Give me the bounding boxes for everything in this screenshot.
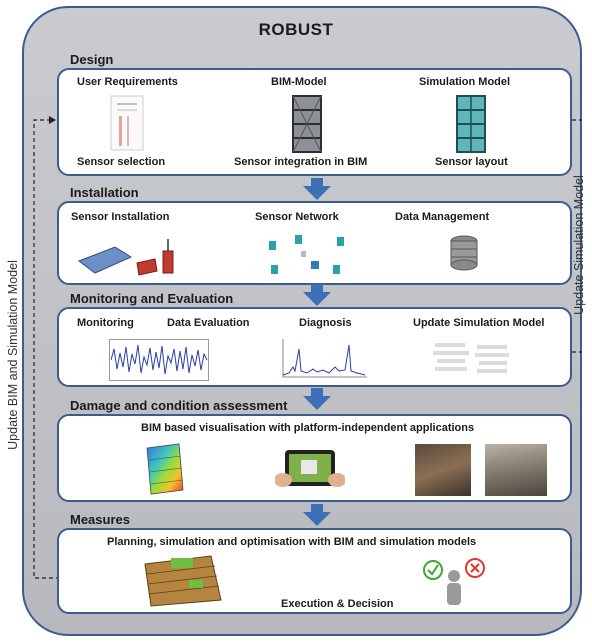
simulation-model-icon	[456, 95, 486, 153]
section-title-measures: Measures	[70, 512, 130, 527]
measures-box: Planning, simulation and optimisation wi…	[57, 528, 572, 614]
label-sensor-integration: Sensor integration in BIM	[234, 156, 368, 168]
spectrum-plot-icon	[282, 339, 367, 378]
flow-arrow-1	[303, 178, 331, 200]
label-sensor-network: Sensor Network	[255, 211, 339, 223]
label-update-simulation-model: Update Simulation Model	[413, 317, 545, 329]
flow-arrow-4	[303, 504, 331, 526]
damage-box: BIM based visualisation with platform-in…	[57, 414, 572, 502]
label-planning-simulation: Planning, simulation and optimisation wi…	[107, 536, 477, 548]
simulation-update-graphic	[433, 343, 509, 373]
label-simulation-model: Simulation Model	[419, 76, 511, 88]
section-title-design: Design	[70, 52, 114, 67]
site-photo-1	[415, 444, 471, 496]
label-sensor-installation: Sensor Installation	[71, 211, 170, 223]
installation-box: Sensor Installation Sensor Network Data …	[57, 201, 572, 285]
decision-person-icon	[423, 558, 485, 605]
label-bim-visualisation: BIM based visualisation with platform-in…	[141, 422, 475, 434]
sensor-network-icon	[269, 235, 344, 274]
label-sensor-layout: Sensor layout	[435, 156, 508, 168]
site-photo-2	[485, 444, 547, 496]
label-data-evaluation: Data Evaluation	[167, 317, 250, 329]
label-data-management: Data Management	[395, 211, 490, 223]
label-diagnosis: Diagnosis	[299, 317, 352, 329]
label-bim-model: BIM-Model	[271, 76, 327, 88]
sensor-hardware-icon	[77, 239, 174, 276]
flow-arrow-2	[303, 284, 331, 306]
label-monitoring: Monitoring	[77, 317, 134, 329]
requirements-document-icon	[110, 95, 144, 151]
fem-color-model-icon	[146, 443, 184, 495]
label-user-requirements: User Requirements	[77, 76, 178, 88]
label-sensor-selection: Sensor selection	[77, 156, 166, 168]
monitoring-box: Monitoring Data Evaluation Diagnosis Upd…	[57, 307, 572, 387]
section-title-damage: Damage and condition assessment	[70, 398, 288, 413]
tablet-app-icon	[275, 450, 345, 487]
section-title-monitoring: Monitoring and Evaluation	[70, 291, 234, 306]
building-model-icon	[144, 555, 222, 607]
bim-model-icon	[292, 95, 322, 153]
database-icon	[450, 235, 478, 271]
flow-arrow-3	[303, 388, 331, 410]
label-execution-decision: Execution & Decision	[281, 598, 394, 610]
design-box: User Requirements BIM-Model Simulation M…	[57, 68, 572, 176]
section-title-installation: Installation	[70, 185, 139, 200]
time-signal-plot-icon	[109, 339, 209, 381]
diagram-title: ROBUST	[258, 20, 334, 39]
